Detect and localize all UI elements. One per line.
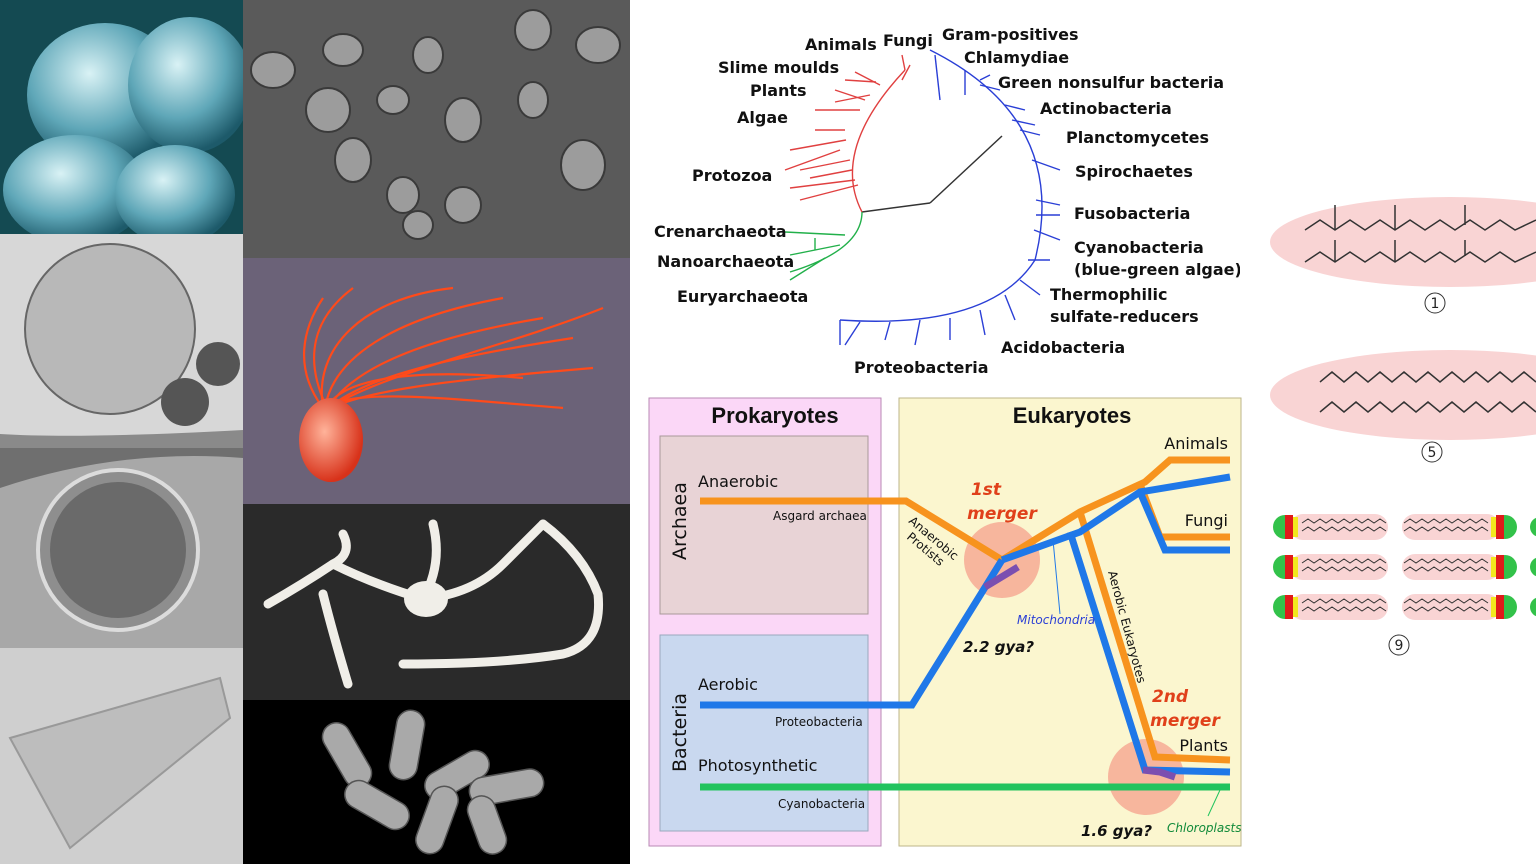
asgard-label: Asgard archaea (773, 509, 867, 523)
photo-grey-cells (243, 0, 630, 258)
eukaryotes-title: Eukaryotes (1013, 403, 1132, 428)
blue-line-bacteria (700, 558, 1005, 709)
fungi-label: Fungi (1185, 511, 1228, 530)
orange-line-plants (1076, 510, 1231, 764)
lipid-9-number-circle (1388, 634, 1410, 656)
microbe-photo-collage (0, 0, 630, 864)
lipid-9-row (1273, 594, 1517, 620)
tree-label-spirochaetes: Spirochaetes (1075, 162, 1193, 181)
lipid-1-number-circle (1424, 292, 1446, 314)
tree-label-slime-moulds: Slime moulds (718, 58, 839, 77)
tree-label-gram-positives: Gram-positives (942, 25, 1079, 44)
mitochondria-pointer (1052, 539, 1061, 615)
tree-label-planctomycetes: Planctomycetes (1066, 128, 1209, 147)
lipid-1-number: 1 (1431, 296, 1440, 312)
tree-label-plants: Plants (750, 81, 807, 100)
archaea-branches (784, 211, 863, 281)
archaea-box (659, 435, 869, 615)
bacteria-box (659, 634, 869, 832)
tree-label-chlamydiae: Chlamydiae (964, 48, 1069, 67)
photo-cryo-cell (0, 448, 243, 648)
lipid-structures: 1 5 (1260, 190, 1536, 670)
first-merger-label-2: merger (967, 504, 1038, 524)
anaerobic-label: Anaerobic (698, 472, 778, 491)
proteobacteria-label: Proteobacteria (775, 715, 863, 729)
lipid-9-number: 9 (1395, 638, 1404, 654)
lipid-1-chains (1304, 205, 1536, 263)
gya-first-label: 2.2 gya? (963, 638, 1034, 656)
lipid-5-number-circle (1421, 441, 1443, 463)
photo-teal-cocci (0, 0, 243, 234)
bacteria-label: Bacteria (669, 693, 691, 772)
tree-label-blue-green-algae: (blue-green algae) (1074, 260, 1240, 279)
photosynthetic-label: Photosynthetic (698, 756, 817, 775)
tree-label-animals: Animals (805, 35, 877, 54)
tree-label-fungi: Fungi (883, 31, 933, 50)
tree-label-euryarchaeota: Euryarchaeota (677, 287, 808, 306)
blue-line-fungi (1136, 490, 1230, 554)
lipid-9-rows (1273, 514, 1536, 620)
phylogenetic-tree: Animals Fungi Slime moulds Plants Algae … (640, 10, 1240, 388)
phylogenetic-tree-svg: Animals Fungi Slime moulds Plants Algae … (654, 25, 1240, 377)
bacteria-branches (839, 49, 1061, 346)
chloroplasts-pointer (1207, 789, 1221, 817)
tree-label-green-nonsulfur: Green nonsulfur bacteria (998, 73, 1224, 92)
photo-tem-cell (0, 234, 243, 448)
tree-label-acidobacteria: Acidobacteria (1001, 338, 1125, 357)
cyanobacteria-label: Cyanobacteria (778, 797, 865, 811)
plants-label: Plants (1179, 736, 1228, 755)
photo-flat-cell (0, 648, 243, 864)
endosymbiosis-diagram: Prokaryotes Eukaryotes Archaea Bacteria (640, 392, 1250, 854)
tree-label-cyanobacteria: Cyanobacteria (1074, 238, 1204, 257)
lipid-5-chains (1319, 371, 1536, 413)
lipid-5-ellipse (1270, 350, 1536, 440)
purple-segment-first (983, 564, 1020, 590)
photo-rod-bacteria (243, 700, 630, 864)
photo-white-slime-mold (243, 504, 630, 700)
tree-label-protozoa: Protozoa (692, 166, 772, 185)
eukaryote-branches (784, 54, 911, 213)
tree-label-algae: Algae (737, 108, 788, 127)
prokaryotes-title: Prokaryotes (711, 403, 838, 428)
tree-label-actinobacteria: Actinobacteria (1040, 99, 1172, 118)
mitochondria-label: Mitochondria (1017, 613, 1095, 627)
lipid-1-ellipse (1270, 197, 1536, 287)
second-merger-label-1: 2nd (1152, 687, 1189, 707)
purple-segment-second (1142, 766, 1177, 781)
aerobic-label: Aerobic (698, 675, 758, 694)
tree-label-fusobacteria: Fusobacteria (1074, 204, 1190, 223)
blue-line-upper (1000, 473, 1231, 564)
lipid-svg: 1 5 (1270, 197, 1536, 656)
tree-label-proteobacteria: Proteobacteria (854, 358, 989, 377)
archaea-label: Archaea (669, 482, 691, 560)
chloroplasts-label: Chloroplasts (1167, 821, 1241, 835)
tree-label-nanoarchaeota: Nanoarchaeota (657, 252, 794, 271)
lipid-5-number: 5 (1428, 445, 1437, 461)
photo-red-flagellate (243, 258, 630, 504)
second-merger-label-2: merger (1150, 711, 1221, 731)
tree-label-crenarchaeota: Crenarchaeota (654, 222, 787, 241)
tree-label-sulfate-reducers: sulfate-reducers (1050, 307, 1199, 326)
lipid-9-row (1273, 554, 1517, 580)
tree-label-thermophilic: Thermophilic (1050, 285, 1168, 304)
gya-second-label: 1.6 gya? (1081, 822, 1152, 840)
first-merger-label-1: 1st (971, 480, 1002, 500)
animals-label: Animals (1164, 434, 1228, 453)
endosymbiosis-svg: Prokaryotes Eukaryotes Archaea Bacteria (648, 397, 1242, 847)
lipid-9-row (1273, 514, 1517, 540)
